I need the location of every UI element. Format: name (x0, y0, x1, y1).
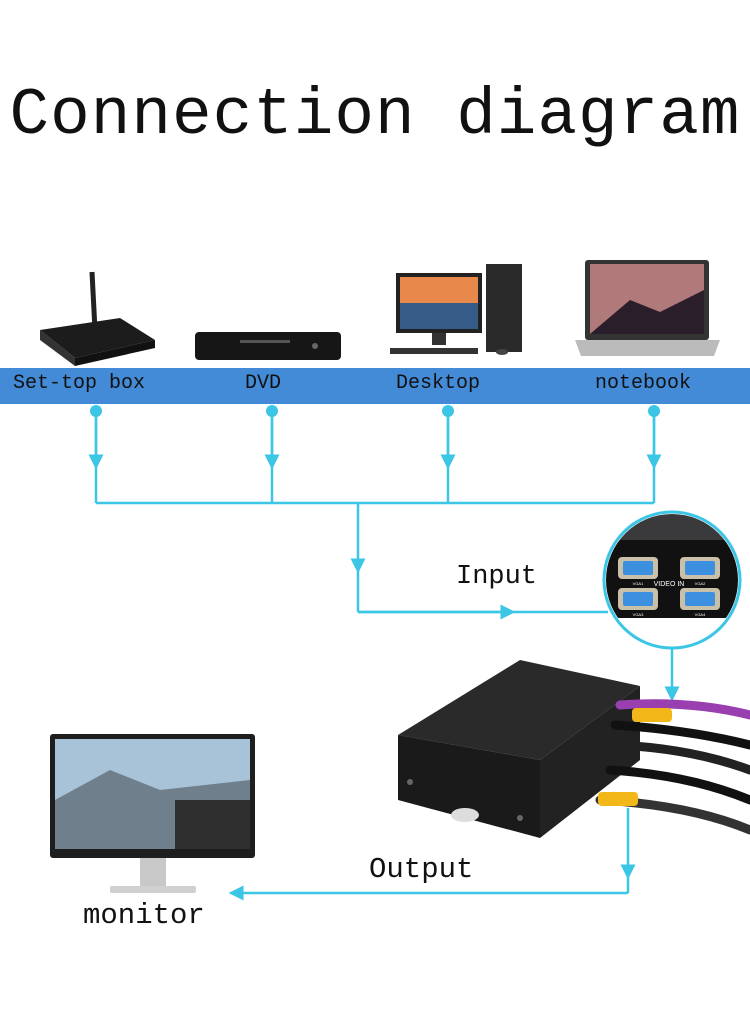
laptop-icon (575, 260, 720, 356)
output-label: Output (369, 853, 474, 886)
dvd-player-icon (195, 332, 341, 360)
output-connector-line (228, 808, 636, 901)
page-title: Connection diagram (9, 78, 741, 153)
port-label: VGA2 (695, 581, 706, 586)
vga-switch-box-icon (398, 660, 750, 838)
connector-dots (90, 405, 660, 417)
input-connector-lines (88, 412, 680, 702)
monitor-icon (50, 734, 255, 893)
port-label: VGA3 (633, 612, 644, 617)
set-top-box-icon (40, 271, 155, 366)
port-label: VGA1 (633, 581, 644, 586)
port-label: VGA4 (695, 612, 706, 617)
source-label-dvd: DVD (245, 372, 282, 395)
source-label-desktop: Desktop (396, 372, 481, 395)
desktop-computer-icon (390, 264, 522, 355)
port-panel-text: VIDEO IN (654, 581, 685, 588)
source-label-set-top-box: Set-top box (13, 372, 146, 395)
source-devices-band (0, 368, 750, 404)
monitor-label: monitor (83, 899, 205, 932)
source-label-notebook: notebook (595, 372, 692, 395)
input-label: Input (456, 562, 538, 592)
vga-port-panel-magnifier (602, 510, 742, 650)
